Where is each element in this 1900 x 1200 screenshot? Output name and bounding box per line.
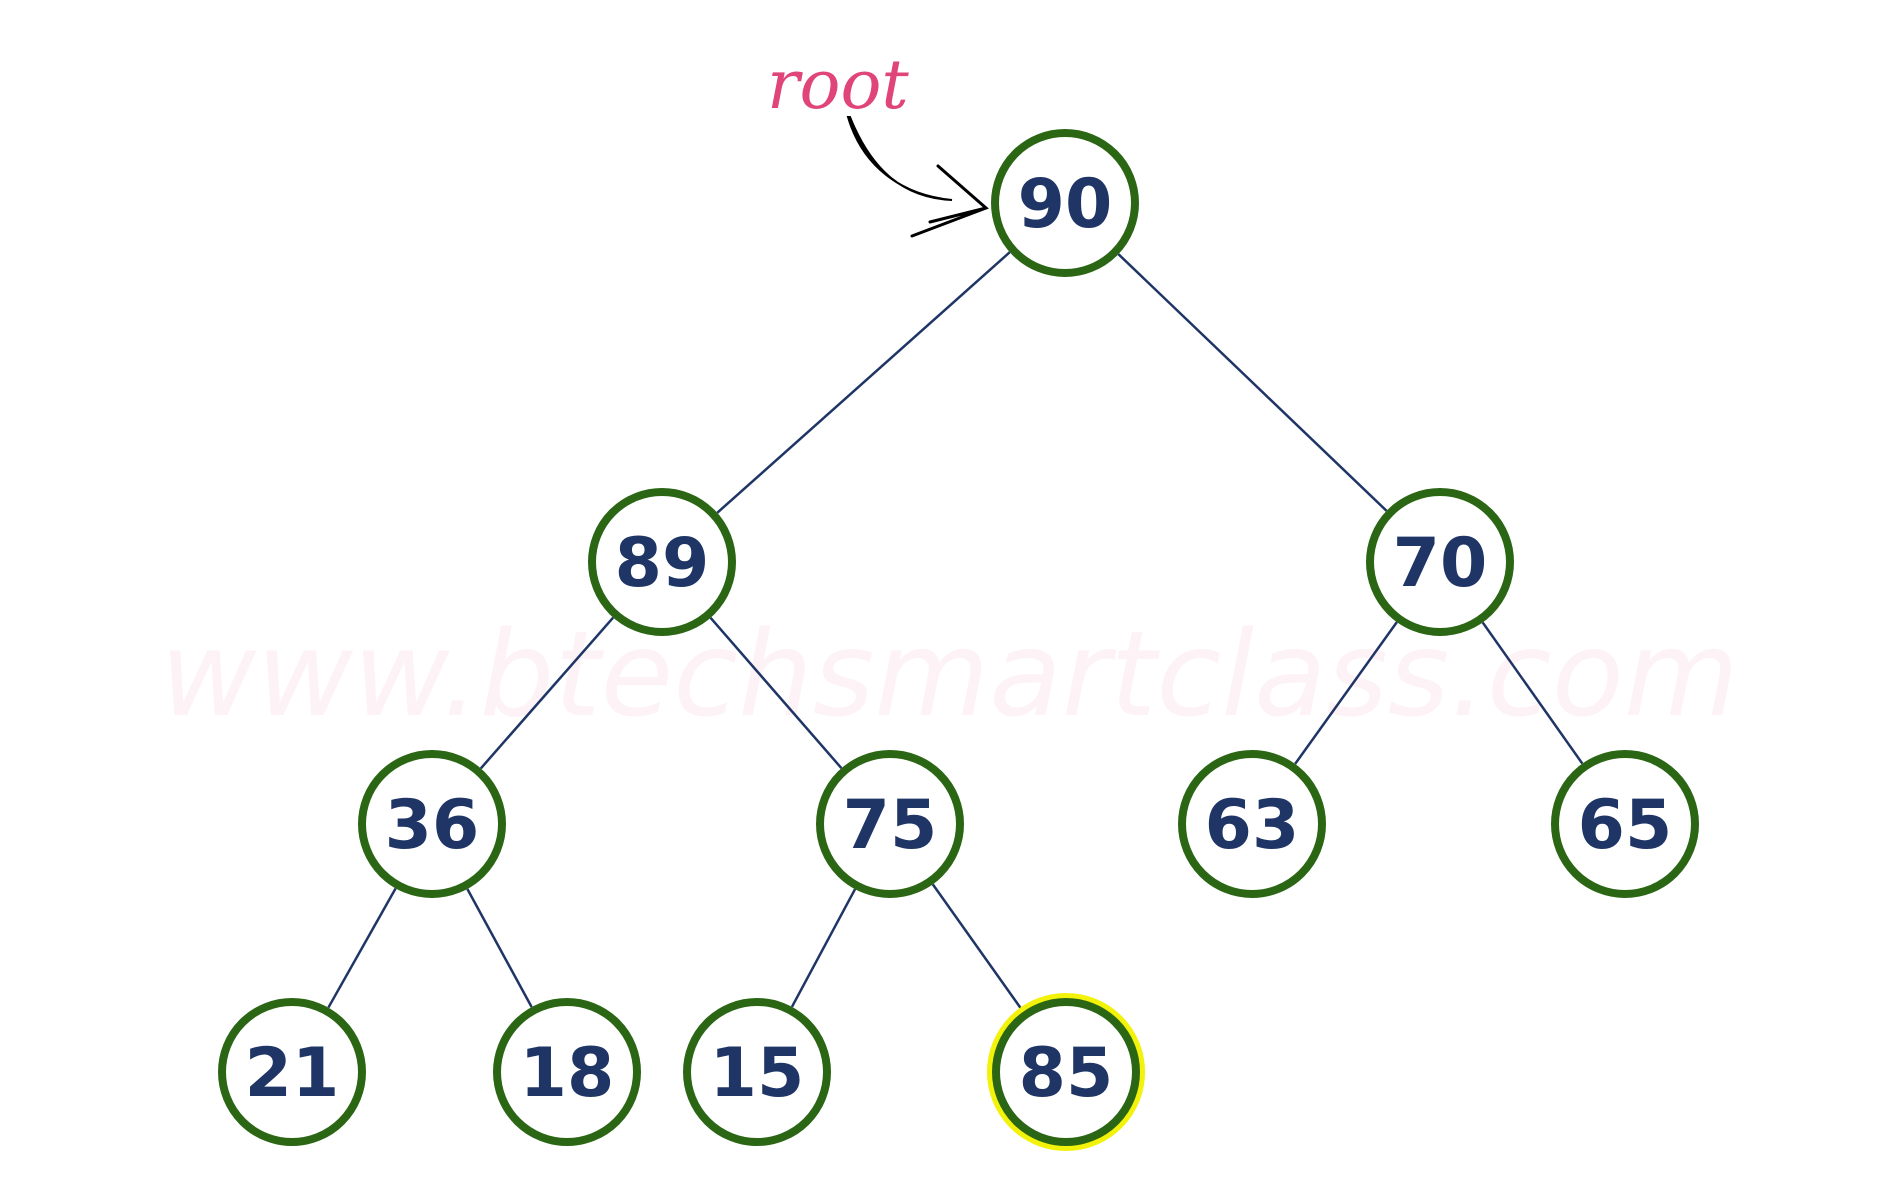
tree-nodes: 90 89 70 36 75 63 65 21 18 15 85: [218, 129, 1699, 1151]
tree-node-89: 89: [588, 488, 736, 636]
tree-node-63: 63: [1178, 750, 1326, 898]
node-circle: [358, 750, 506, 898]
edge-n89-n75: [709, 617, 843, 769]
node-value: 36: [385, 786, 480, 865]
node-value: 15: [710, 1034, 805, 1113]
tree-node-65: 65: [1551, 750, 1699, 898]
tree-node-18: 18: [493, 998, 641, 1146]
node-value: 63: [1205, 786, 1300, 865]
edge-n75-n85: [931, 883, 1025, 1013]
root-arrowhead-icon: [910, 164, 989, 238]
node-value: 75: [843, 786, 938, 865]
tree-node-90: 90: [991, 129, 1139, 277]
tree-node-15: 15: [683, 998, 831, 1146]
node-circle: [992, 998, 1140, 1146]
node-circle: [493, 998, 641, 1146]
node-value: 90: [1018, 165, 1113, 244]
watermark: www.btechsmartclass.com: [160, 605, 1739, 743]
node-circle: [1366, 488, 1514, 636]
tree-node-75: 75: [816, 750, 964, 898]
node-circle: [683, 998, 831, 1146]
tree-node-36: 36: [358, 750, 506, 898]
edge-n70-n65: [1481, 621, 1584, 765]
node-circle: [816, 750, 964, 898]
node-value: 21: [245, 1034, 340, 1113]
edge-n89-n36: [479, 616, 615, 770]
node-circle: [1551, 750, 1699, 898]
tree-edges: [327, 251, 1584, 1013]
root-arrow-icon: [846, 116, 953, 201]
node-circle: [588, 488, 736, 636]
edge-n36-n21: [327, 887, 397, 1009]
node-circle: [991, 129, 1139, 277]
node-value: 70: [1393, 524, 1488, 603]
node-circle: [218, 998, 366, 1146]
root-pointer: root: [767, 46, 989, 238]
edge-n90-n70: [1117, 253, 1388, 512]
node-value: 65: [1578, 786, 1673, 865]
tree-node-70: 70: [1366, 488, 1514, 636]
edge-n36-n18: [466, 888, 533, 1008]
edge-n75-n15: [790, 888, 857, 1008]
node-circle: [1178, 750, 1326, 898]
root-label: root: [767, 46, 909, 125]
node-value: 89: [615, 524, 710, 603]
tree-node-21: 21: [218, 998, 366, 1146]
highlight-ring: [987, 993, 1145, 1151]
edge-n90-n89: [716, 251, 1011, 514]
tree-node-85: 85: [987, 993, 1145, 1151]
node-value: 85: [1019, 1034, 1114, 1113]
node-value: 18: [520, 1034, 615, 1113]
edge-n70-n63: [1294, 621, 1398, 765]
